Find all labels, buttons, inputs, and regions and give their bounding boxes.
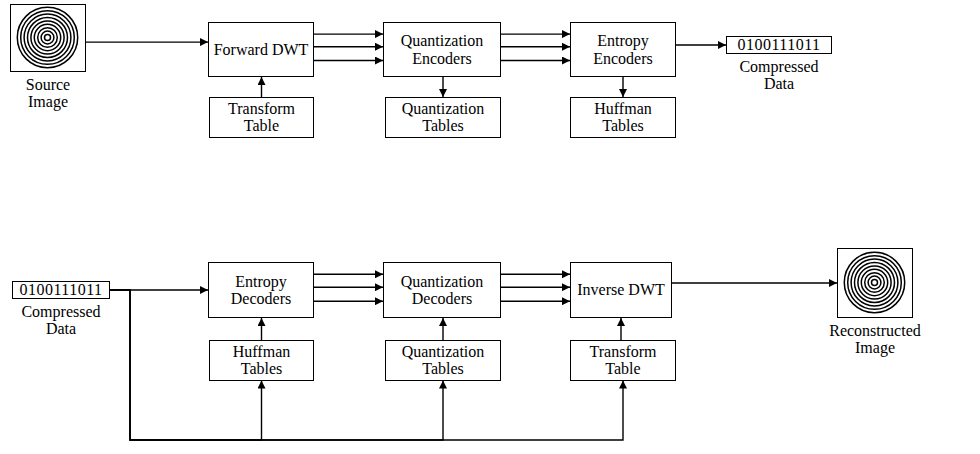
process-box: Huffman Tables xyxy=(209,340,314,381)
ring xyxy=(858,266,891,299)
box-label: Entropy Encoders xyxy=(575,32,671,67)
ring xyxy=(844,252,904,312)
signal-arrow xyxy=(442,318,443,340)
process-box: Quantization Tables xyxy=(385,340,501,381)
signal-arrow xyxy=(314,33,383,34)
ring xyxy=(855,263,895,303)
signal-arrow xyxy=(501,46,570,47)
signal-arrow xyxy=(676,44,726,45)
signal-arrow xyxy=(314,287,383,288)
signal-arrow xyxy=(86,41,208,42)
signal-arrow xyxy=(672,282,837,283)
process-box: Entropy Encoders xyxy=(570,22,676,77)
ring xyxy=(872,280,878,286)
image-panel: Source Image xyxy=(8,4,88,111)
data-block: 0100111011Compressed Data xyxy=(12,281,110,338)
signal-arrow xyxy=(261,77,262,97)
image-caption: Reconstructed Image xyxy=(820,322,930,357)
concentric-rings xyxy=(838,249,911,316)
image-frame xyxy=(837,248,913,318)
data-caption: Compressed Data xyxy=(726,58,832,93)
bit-string: 0100111011 xyxy=(19,282,102,298)
image-frame xyxy=(10,4,86,72)
process-box: Entropy Decoders xyxy=(208,262,314,318)
signal-arrow xyxy=(314,274,383,275)
signal-arrow xyxy=(501,301,570,302)
box-label: Entropy Decoders xyxy=(213,273,309,308)
signal-arrow xyxy=(110,290,443,440)
ring xyxy=(21,11,75,65)
image-caption: Source Image xyxy=(8,76,88,111)
signal-arrow xyxy=(622,77,623,97)
signal-arrow xyxy=(110,290,623,440)
ring xyxy=(24,14,71,61)
signal-arrow xyxy=(314,301,383,302)
box-label: Huffman Tables xyxy=(214,343,309,378)
box-label: Transform Table xyxy=(575,343,671,378)
bit-string-box: 0100111011 xyxy=(726,36,832,54)
process-box: Quantization Decoders xyxy=(383,262,501,318)
signal-arrow xyxy=(501,60,570,61)
bit-string: 0100111011 xyxy=(737,37,820,53)
signal-arrow xyxy=(442,77,443,97)
process-box: Huffman Tables xyxy=(570,97,676,138)
process-box: Quantization Tables xyxy=(385,97,501,138)
box-label: Inverse DWT xyxy=(577,281,665,298)
box-label: Forward DWT xyxy=(214,41,309,58)
signal-arrow xyxy=(501,287,570,288)
ring xyxy=(34,24,60,50)
box-label: Quantization Encoders xyxy=(388,32,496,67)
box-label: Quantization Decoders xyxy=(388,273,496,308)
ring xyxy=(17,7,77,67)
ring xyxy=(868,276,881,289)
ring xyxy=(851,259,898,306)
box-label: Transform Table xyxy=(214,100,309,135)
process-box: Forward DWT xyxy=(208,22,314,77)
concentric-rings xyxy=(11,5,84,70)
process-box: Transform Table xyxy=(209,97,314,138)
box-label: Quantization Tables xyxy=(390,343,496,378)
signal-arrow xyxy=(501,33,570,34)
ring xyxy=(38,28,58,48)
box-label: Huffman Tables xyxy=(575,100,671,135)
ring xyxy=(848,256,902,310)
box-label: Quantization Tables xyxy=(390,100,496,135)
image-panel: Reconstructed Image xyxy=(820,248,930,357)
ring xyxy=(41,31,54,44)
ring xyxy=(45,35,51,41)
data-caption: Compressed Data xyxy=(12,303,110,338)
signal-arrow xyxy=(501,274,570,275)
process-box: Quantization Encoders xyxy=(383,22,501,77)
signal-arrow xyxy=(620,318,621,340)
ring xyxy=(865,273,885,293)
process-box: Transform Table xyxy=(570,340,676,381)
process-box: Inverse DWT xyxy=(570,262,672,318)
data-block: 0100111011Compressed Data xyxy=(726,36,832,93)
ring xyxy=(31,21,64,54)
ring xyxy=(28,18,68,58)
ring xyxy=(861,269,887,295)
signal-arrow xyxy=(314,46,383,47)
signal-arrow xyxy=(314,60,383,61)
signal-arrow xyxy=(261,318,262,340)
bit-string-box: 0100111011 xyxy=(12,281,110,299)
signal-arrow xyxy=(110,290,262,440)
